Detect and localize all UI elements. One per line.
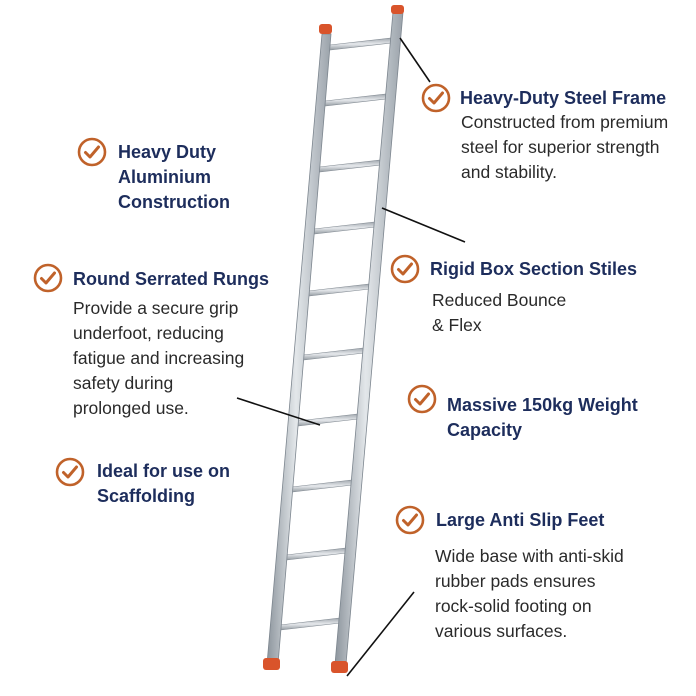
- ladder-top-left-cap: [319, 24, 332, 34]
- feature-title: Ideal for use on Scaffolding: [97, 461, 231, 506]
- feature-title: Large Anti Slip Feet: [436, 510, 605, 530]
- feature-title: Round Serrated Rungs: [73, 269, 270, 289]
- check-circle-icon: [77, 137, 107, 167]
- feature-description: Wide base with anti-skid rubber pads ens…: [435, 546, 624, 641]
- ladder-foot-left: [263, 658, 280, 670]
- ladder-rung: [320, 93, 391, 107]
- ladder-stiles: [266, 11, 404, 665]
- ladder-caps: [263, 5, 404, 673]
- ladder-top-right-cap: [391, 5, 404, 14]
- feature-description: Reduced Bounce & Flex: [432, 290, 567, 335]
- check-circle-icon: [33, 263, 63, 293]
- feature-title: Heavy Duty Aluminium Construction: [118, 142, 230, 212]
- ladder-rung: [275, 617, 345, 631]
- feature-title: Heavy-Duty Steel Frame: [460, 88, 667, 108]
- ladder-rungs: [275, 37, 396, 631]
- callout-line-steel-frame: [399, 37, 431, 83]
- callout-line-feet: [346, 591, 415, 677]
- ladder-rung: [303, 283, 375, 297]
- check-circle-icon: [390, 254, 420, 284]
- check-circle-icon: [55, 457, 85, 487]
- ladder-right-stile: [334, 11, 404, 665]
- ladder-left-stile: [266, 33, 332, 665]
- ladder-rung: [314, 159, 386, 173]
- feature-description: Constructed from premium steel for super…: [461, 112, 669, 182]
- ladder-rung: [281, 547, 351, 561]
- feature-title: Rigid Box Section Stiles: [430, 259, 638, 279]
- check-circle-icon: [421, 83, 451, 113]
- ladder-foot-right: [331, 661, 348, 673]
- ladder-rung: [324, 37, 396, 51]
- check-circle-icon: [395, 505, 425, 535]
- feature-description: Provide a secure grip underfoot, reducin…: [73, 298, 245, 418]
- callout-lines: [236, 37, 466, 677]
- ladder-rung: [309, 221, 380, 235]
- ladder-rung: [298, 347, 369, 361]
- feature-title: Massive 150kg Weight Capacity: [447, 395, 638, 440]
- callout-line-stiles: [381, 207, 466, 243]
- ladder-rung: [287, 479, 357, 493]
- callout-line-rungs: [236, 397, 321, 426]
- check-circle-icon: [407, 384, 437, 414]
